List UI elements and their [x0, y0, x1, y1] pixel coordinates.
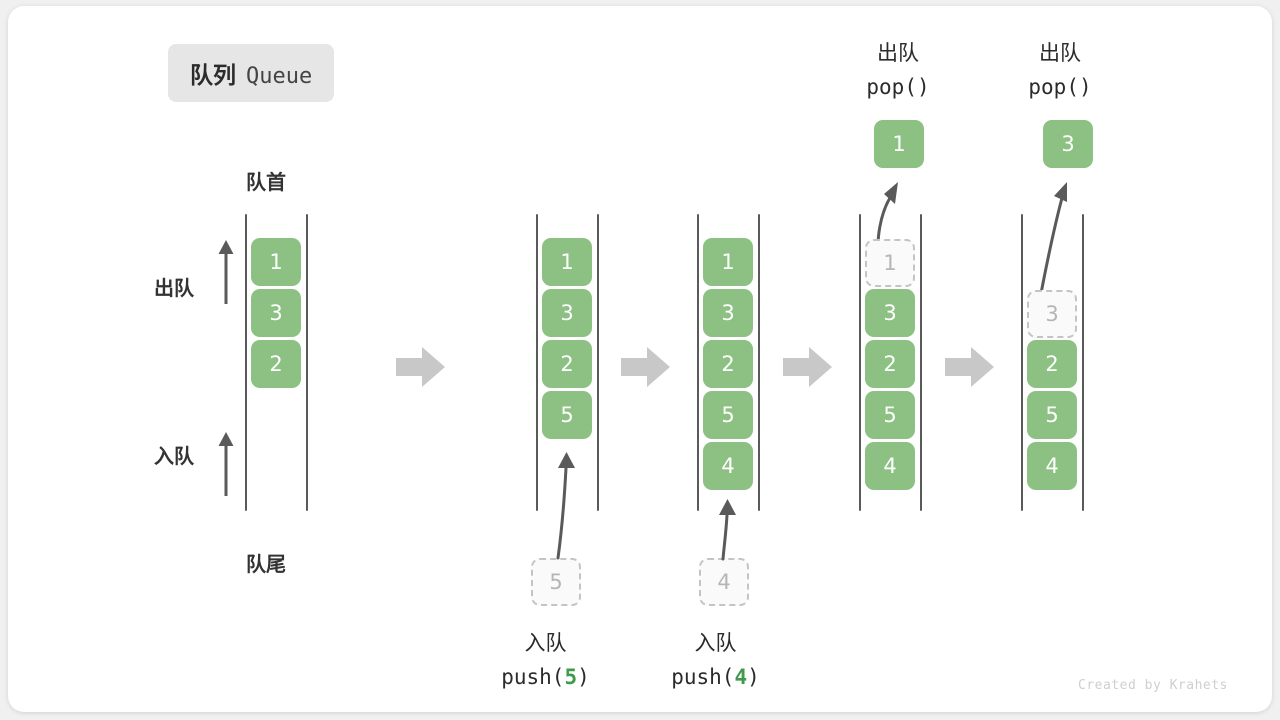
queue-block: 3	[865, 289, 915, 337]
diagram-title-cn: 队列	[190, 63, 236, 89]
queue-block: 2	[251, 340, 301, 388]
queue-block: 4	[865, 442, 915, 490]
popped-element: 3	[1043, 120, 1093, 168]
queue-block: 2	[703, 340, 753, 388]
enqueue-direction-arrow-icon	[214, 430, 238, 500]
incoming-element-ghost: 5	[531, 558, 581, 606]
queue-front-label: 队首	[246, 170, 286, 194]
queue-block: 4	[1027, 442, 1077, 490]
queue-block: 5	[1027, 391, 1077, 439]
enqueue-motion-arrow-icon	[528, 436, 598, 565]
diagram-card: 队列 Queue 队首 队尾 出队 入队 1 3 2 1	[8, 6, 1272, 712]
enqueue-caption-push-5: 入队 push(5)	[463, 626, 628, 694]
credit-text: Created by Krahets	[1078, 678, 1228, 693]
dequeue-caption-cn: 出队	[877, 41, 919, 65]
code-suffix: )	[577, 665, 590, 689]
code-prefix: push(	[671, 665, 735, 689]
queue-rail-left	[536, 214, 538, 511]
dequeue-direction-label: 出队	[154, 276, 194, 300]
queue-block: 3	[542, 289, 592, 337]
incoming-element-ghost: 4	[699, 558, 749, 606]
dequeue-caption-code: pop()	[866, 75, 930, 99]
queue-rail-right	[1082, 214, 1084, 511]
queue-block: 1	[542, 238, 592, 286]
queue-block: 3	[703, 289, 753, 337]
queue-block-ghost: 3	[1027, 290, 1077, 338]
queue-block: 4	[703, 442, 753, 490]
dequeue-caption-pop-1: 出队 pop()	[818, 36, 978, 104]
queue-block-ghost: 1	[865, 239, 915, 287]
enqueue-motion-arrow-icon	[698, 489, 758, 565]
queue-block: 5	[542, 391, 592, 439]
step-arrow-icon	[621, 346, 671, 387]
dequeue-direction-arrow-icon	[214, 238, 238, 308]
queue-block: 2	[542, 340, 592, 388]
queue-block: 2	[865, 340, 915, 388]
enqueue-caption-push-4: 入队 push(4)	[633, 626, 798, 694]
enqueue-direction-label: 入队	[154, 444, 194, 468]
step-arrow-icon	[396, 346, 446, 387]
enqueue-caption-cn: 入队	[694, 631, 737, 655]
code-suffix: )	[747, 665, 760, 689]
queue-rail-right	[306, 214, 308, 511]
dequeue-caption-pop-3: 出队 pop()	[980, 36, 1140, 104]
dequeue-caption-cn: 出队	[1039, 41, 1081, 65]
enqueue-caption-code: push(5)	[463, 660, 628, 694]
step-arrow-icon	[945, 346, 995, 387]
code-arg: 5	[564, 665, 578, 689]
step-arrow-icon	[783, 346, 833, 387]
dequeue-caption-code: pop()	[1028, 75, 1092, 99]
queue-rail-left	[697, 214, 699, 511]
queue-block: 5	[703, 391, 753, 439]
queue-rail-right	[597, 214, 599, 511]
queue-rail-left	[245, 214, 247, 511]
queue-block: 3	[251, 289, 301, 337]
code-arg: 4	[734, 665, 748, 689]
queue-rail-right	[758, 214, 760, 511]
popped-element: 1	[874, 120, 924, 168]
queue-rail-left	[859, 214, 861, 511]
queue-rail-right	[920, 214, 922, 511]
queue-rail-left	[1021, 214, 1023, 511]
queue-block: 2	[1027, 340, 1077, 388]
enqueue-caption-cn: 入队	[524, 631, 567, 655]
queue-rear-label: 队尾	[246, 552, 286, 576]
queue-block: 1	[251, 238, 301, 286]
queue-block: 5	[865, 391, 915, 439]
enqueue-caption-code: push(4)	[633, 660, 798, 694]
code-prefix: push(	[501, 665, 565, 689]
diagram-title-en: Queue	[246, 64, 313, 89]
diagram-title-chip: 队列 Queue	[168, 44, 335, 102]
queue-block: 1	[703, 238, 753, 286]
